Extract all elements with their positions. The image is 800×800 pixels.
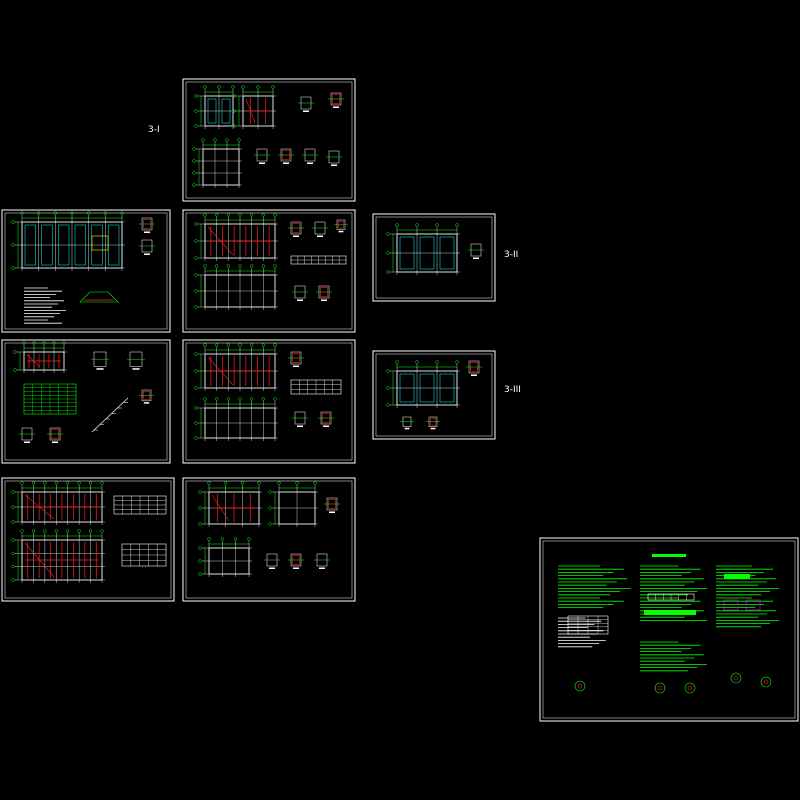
note-3-iii: 3-III <box>504 385 521 395</box>
note-3-i: 3-I <box>148 125 160 135</box>
roof-detail-sheet <box>182 78 356 202</box>
stair-table-sheet <box>1 339 171 464</box>
small-plan-sheet-a <box>372 213 496 302</box>
sheet-frames <box>1 78 799 722</box>
foundation-plan-sheet <box>1 209 171 333</box>
note-3-ii: 3-II <box>504 250 518 260</box>
floor-plan-sheet-b <box>182 339 356 464</box>
floor-plan-sheet-a <box>182 209 356 333</box>
general-notes-sheet <box>539 537 799 722</box>
small-plan-sheet-b <box>372 350 496 440</box>
floor-plan-sheet-c <box>182 477 356 602</box>
reinforcement-plan-sheet <box>1 477 175 602</box>
